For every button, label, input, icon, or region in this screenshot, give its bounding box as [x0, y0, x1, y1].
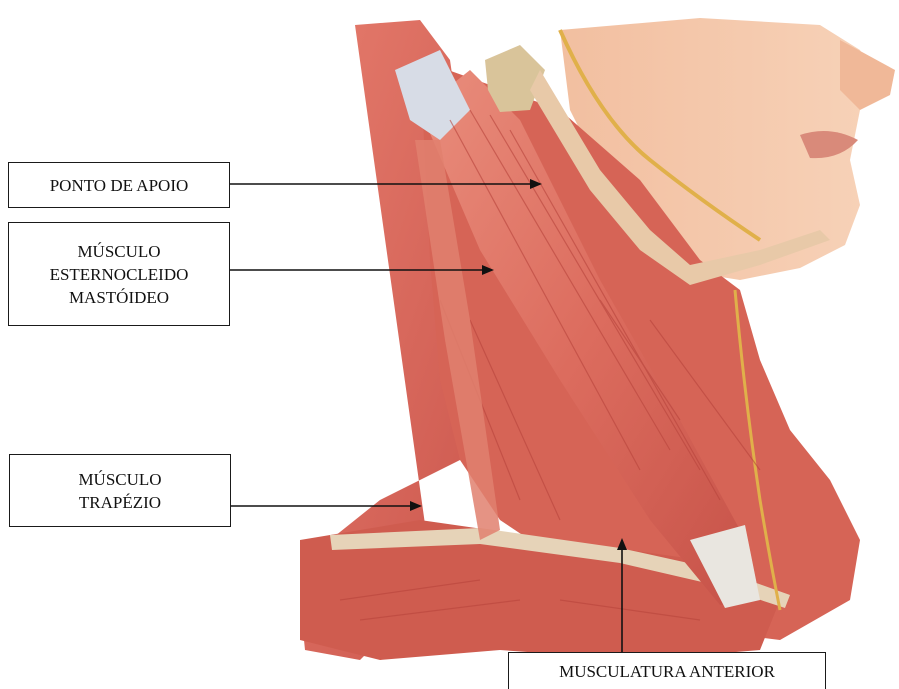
label-esternocleido-line2: ESTERNOCLEIDO: [50, 263, 189, 286]
label-musculatura-anterior: MUSCULATURA ANTERIOR: [508, 652, 826, 689]
anatomy-illustration: [300, 18, 895, 660]
label-esternocleido-line3: MASTÓIDEO: [69, 286, 169, 309]
label-ponto-de-apoio: PONTO DE APOIO: [8, 162, 230, 208]
label-trapezio: MÚSCULO TRAPÉZIO: [9, 454, 231, 527]
label-musculatura-anterior-text: MUSCULATURA ANTERIOR: [559, 660, 775, 683]
label-trapezio-line1: MÚSCULO: [78, 468, 161, 491]
label-esternocleido-mastoideo: MÚSCULO ESTERNOCLEIDO MASTÓIDEO: [8, 222, 230, 326]
label-ponto-de-apoio-text: PONTO DE APOIO: [50, 174, 189, 197]
label-trapezio-line2: TRAPÉZIO: [79, 491, 161, 514]
label-esternocleido-line1: MÚSCULO: [77, 240, 160, 263]
